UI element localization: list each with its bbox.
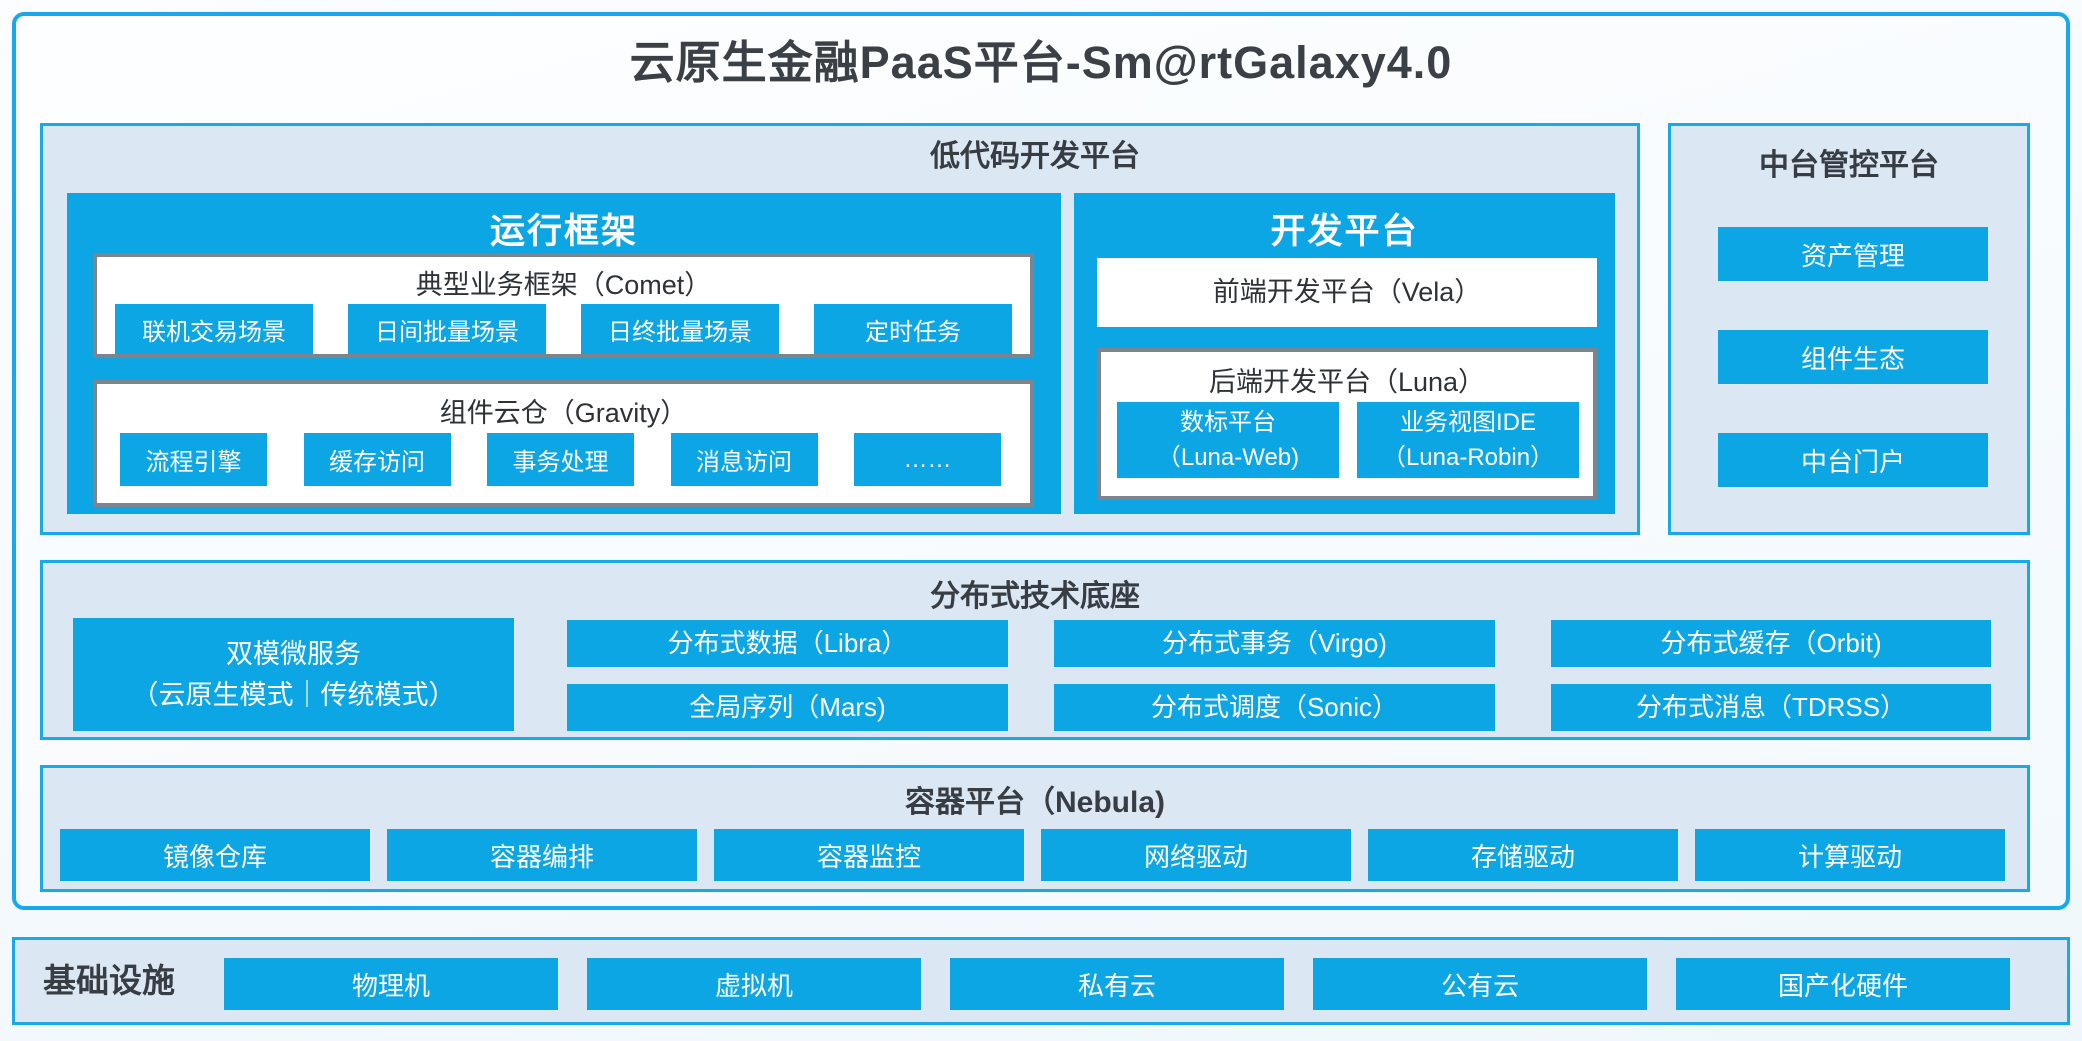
chip-physical-machine: 物理机 — [224, 958, 558, 1010]
dual-mode-line1: 双模微服务 — [226, 638, 361, 669]
dev-platform-title: 开发平台 — [1270, 212, 1419, 251]
gravity-title: 组件云仓（Gravity） — [439, 398, 688, 428]
chip-domestic-hardware: 国产化硬件 — [1676, 958, 2010, 1010]
chip-asset-management: 资产管理 — [1718, 227, 1988, 281]
chip-midplatform-portal: 中台门户 — [1718, 433, 1988, 487]
dual-mode-line2: （云原生模式｜传统模式） — [131, 679, 456, 710]
chip-luna-robin: 业务视图IDE （Luna-Robin） — [1357, 402, 1579, 478]
section-midplatform-management: 中台管控平台 资产管理 组件生态 中台门户 — [1668, 123, 2030, 535]
chip-luna-web: 数标平台 （Luna-Web) — [1117, 402, 1339, 478]
chip-global-sequence-mars: 全局序列（Mars) — [567, 684, 1008, 731]
chip-dual-mode-microservice: 双模微服务 （云原生模式｜传统模式） — [73, 618, 514, 731]
comet-chip-row: 联机交易场景 日间批量场景 日终批量场景 定时任务 — [115, 304, 1012, 354]
luna-chip-row: 数标平台 （Luna-Web) 业务视图IDE （Luna-Robin） — [1117, 402, 1579, 478]
comet-title: 典型业务框架（Comet） — [415, 270, 712, 300]
chip-container-monitoring: 容器监控 — [714, 829, 1024, 881]
distributed-base-label: 分布式技术底座 — [930, 580, 1140, 613]
chip-message-access: 消息访问 — [670, 433, 818, 486]
vela-label: 前端开发平台（Vela） — [1212, 277, 1482, 307]
chip-container-orchestration: 容器编排 — [387, 829, 697, 881]
chip-daytime-batch-scenario: 日间批量场景 — [348, 304, 546, 354]
section-container-platform: 容器平台（Nebula) — [40, 765, 2030, 892]
chip-distributed-cache-orbit: 分布式缓存（Orbit) — [1551, 620, 1991, 667]
container-chip-row: 镜像仓库 容器编排 容器监控 网络驱动 存储驱动 计算驱动 — [60, 829, 2005, 881]
chip-process-engine: 流程引擎 — [120, 433, 267, 486]
chip-scheduled-task: 定时任务 — [814, 304, 1012, 354]
chip-distributed-transaction-virgo: 分布式事务（Virgo) — [1054, 620, 1495, 667]
box-vela-frontend: 前端开发平台（Vela） — [1097, 258, 1597, 327]
chip-eod-batch-scenario: 日终批量场景 — [581, 304, 779, 354]
chip-transaction-processing: 事务处理 — [487, 433, 634, 486]
container-platform-label: 容器平台（Nebula) — [904, 786, 1165, 819]
luna-robin-line2: （Luna-Robin） — [1381, 444, 1555, 471]
luna-title: 后端开发平台（Luna） — [1208, 367, 1486, 397]
gravity-chip-row: 流程引擎 缓存访问 事务处理 消息访问 …… — [120, 433, 1001, 486]
chip-more-ellipsis: …… — [854, 433, 1001, 486]
luna-web-line2: （Luna-Web) — [1156, 444, 1300, 471]
chip-public-cloud: 公有云 — [1313, 958, 1647, 1010]
chip-cache-access: 缓存访问 — [303, 433, 451, 486]
chip-image-registry: 镜像仓库 — [60, 829, 370, 881]
chip-virtual-machine: 虚拟机 — [587, 958, 921, 1010]
chip-online-transaction-scenario: 联机交易场景 — [115, 304, 313, 354]
luna-robin-line1: 业务视图IDE — [1399, 409, 1536, 436]
chip-distributed-data-libra: 分布式数据（Libra） — [567, 620, 1008, 667]
midplatform-label: 中台管控平台 — [1759, 149, 1939, 182]
runtime-framework-title: 运行框架 — [489, 212, 638, 251]
chip-distributed-message-tdrss: 分布式消息（TDRSS） — [1551, 684, 1991, 731]
chip-storage-driver: 存储驱动 — [1368, 829, 1678, 881]
infrastructure-label: 基础设施 — [43, 962, 175, 999]
chip-distributed-scheduling-sonic: 分布式调度（Sonic） — [1054, 684, 1495, 731]
chip-compute-driver: 计算驱动 — [1695, 829, 2005, 881]
chip-private-cloud: 私有云 — [950, 958, 1284, 1010]
chip-network-driver: 网络驱动 — [1041, 829, 1351, 881]
luna-web-line1: 数标平台 — [1180, 409, 1276, 436]
infrastructure-chip-row: 物理机 虚拟机 私有云 公有云 国产化硬件 — [224, 958, 2010, 1010]
page-title: 云原生金融PaaS平台-Sm@rtGalaxy4.0 — [629, 37, 1453, 88]
chip-component-ecosystem: 组件生态 — [1718, 330, 1988, 384]
